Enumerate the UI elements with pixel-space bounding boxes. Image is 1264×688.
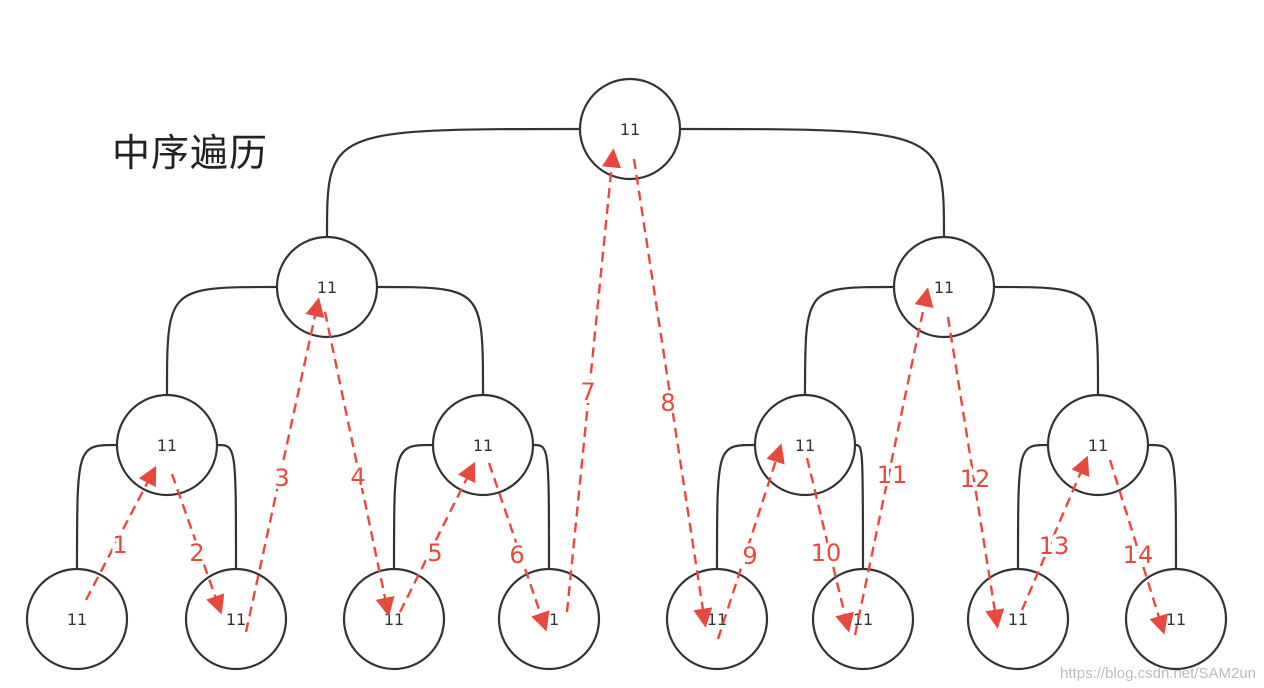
traversal-step: 4 xyxy=(323,311,395,617)
node-circle xyxy=(342,567,446,671)
tree-node: 11 xyxy=(275,235,379,339)
node-label: 11 xyxy=(473,436,493,455)
traversal-step: 10 xyxy=(805,457,854,633)
node-label: 11 xyxy=(67,610,87,629)
node-label: 11 xyxy=(934,278,954,297)
traversal-step: 8 xyxy=(632,158,713,628)
tree-node: 11 xyxy=(665,567,769,671)
tree-node: 11 xyxy=(1046,393,1150,497)
tree-edge xyxy=(75,443,118,570)
step-arrow xyxy=(1108,459,1168,635)
tree-edge xyxy=(392,443,434,570)
node-label: 11 xyxy=(1166,610,1186,629)
tree-node: 11 xyxy=(1124,567,1228,671)
step-label: 6 xyxy=(509,541,524,569)
tree-node: 11 xyxy=(578,77,682,181)
step-label: 12 xyxy=(960,465,991,493)
step-label: 3 xyxy=(274,464,289,492)
step-label: 13 xyxy=(1039,532,1070,560)
traversal-step: 2 xyxy=(170,473,225,615)
traversal-step: 13 xyxy=(1020,455,1090,611)
tree-node: 11 xyxy=(25,567,129,671)
tree-edge xyxy=(216,443,238,570)
step-arrow xyxy=(487,462,550,632)
tree-node: 11 xyxy=(753,393,857,497)
tree-edges xyxy=(75,127,1178,570)
node-circle xyxy=(811,567,915,671)
traversal-step: 14 xyxy=(1108,459,1168,635)
step-arrow xyxy=(946,316,1005,629)
node-circle xyxy=(753,393,857,497)
tree-edge xyxy=(715,443,756,570)
step-label: 7 xyxy=(580,378,595,406)
tree-edge xyxy=(803,285,895,396)
step-arrow xyxy=(323,311,395,617)
step-arrow xyxy=(632,158,713,628)
tree-edge xyxy=(165,285,278,396)
step-arrow xyxy=(805,457,854,633)
step-label: 2 xyxy=(189,539,204,567)
step-arrow xyxy=(170,473,225,615)
node-label: 11 xyxy=(157,436,177,455)
step-label: 11 xyxy=(877,461,908,489)
traversal-step: 7 xyxy=(565,148,622,613)
tree-edge xyxy=(325,127,581,238)
tree-edge xyxy=(993,285,1100,396)
node-label: 11 xyxy=(384,610,404,629)
step-label: 10 xyxy=(811,539,842,567)
traversal-step: 1 xyxy=(84,465,157,601)
traversal-step: 5 xyxy=(398,461,476,613)
step-arrow xyxy=(84,465,157,601)
step-label: 1 xyxy=(112,531,127,559)
tree-nodes: 11 11 11 11 11 11 11 11 11 11 11 11 11 11 11 xyxy=(25,77,1228,671)
step-label: 14 xyxy=(1123,541,1154,569)
tree-node: 11 xyxy=(966,567,1070,671)
node-label: 11 xyxy=(620,120,640,139)
tree-edge xyxy=(854,443,865,570)
step-label: 8 xyxy=(660,389,675,417)
tree-edge xyxy=(1016,443,1049,570)
node-circle xyxy=(25,567,129,671)
traversal-step: 6 xyxy=(487,462,550,632)
step-arrow xyxy=(716,443,785,640)
traversal-step: 11 xyxy=(853,287,934,636)
step-label: 4 xyxy=(350,463,365,491)
traversal-step: 12 xyxy=(946,316,1005,629)
diagram-title: 中序遍历 xyxy=(112,131,269,175)
tree-node: 11 xyxy=(811,567,915,671)
node-label: 11 xyxy=(795,436,815,455)
node-label: 11 xyxy=(853,610,873,629)
traversal-step: 3 xyxy=(244,297,325,633)
step-arrow xyxy=(244,297,325,633)
tree-node: 11 xyxy=(892,235,996,339)
node-circle xyxy=(892,235,996,339)
step-arrow xyxy=(398,461,476,613)
step-arrow xyxy=(565,148,622,613)
node-label: 11 xyxy=(1088,436,1108,455)
tree-node: 11 xyxy=(115,393,219,497)
tree-edge xyxy=(532,443,551,570)
traversal-step: 9 xyxy=(716,443,785,640)
step-label: 9 xyxy=(742,542,757,570)
node-label: 11 xyxy=(317,278,337,297)
node-circle xyxy=(665,567,769,671)
node-circle xyxy=(1124,567,1228,671)
step-arrow xyxy=(853,287,934,636)
tree-edge xyxy=(679,127,946,238)
tree-node: 11 xyxy=(497,567,601,671)
step-arrow xyxy=(1020,455,1090,611)
node-label: 11 xyxy=(226,610,246,629)
step-label: 5 xyxy=(427,539,442,567)
tree-node: 11 xyxy=(184,567,288,671)
watermark: https://blog.csdn.net/SAM2un xyxy=(1060,665,1256,682)
node-label: 11 xyxy=(1008,610,1028,629)
tree-node: 11 xyxy=(342,567,446,671)
tree-edge xyxy=(376,285,485,396)
tree-edge xyxy=(1147,443,1178,570)
node-circle xyxy=(275,235,379,339)
tree-node: 11 xyxy=(431,393,535,497)
